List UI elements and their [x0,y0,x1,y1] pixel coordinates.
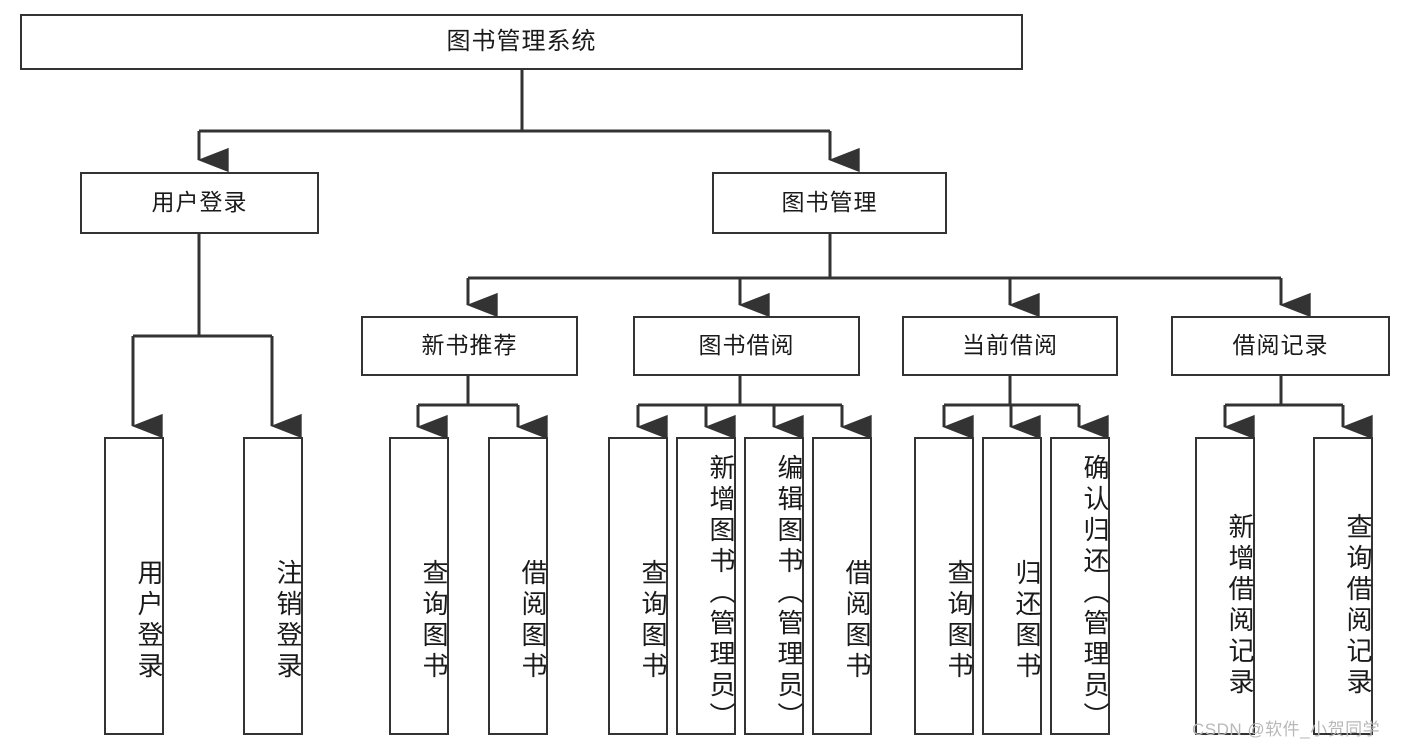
leaf-query-borrow-record[interactable]: 查询借阅记录 [1313,437,1373,735]
node-label: 借阅图书 [842,559,872,683]
watermark-text: CSDN @软件_小贺同学 [1192,720,1381,739]
leaf-user-login[interactable]: 用户登录 [104,437,164,735]
node-label: 新增借阅记录 [1225,513,1255,699]
node-label: 图书管理 [781,189,878,216]
node-new-book-recommend[interactable]: 新书推荐 [361,316,578,376]
node-borrow-record[interactable]: 借阅记录 [1171,316,1390,376]
node-label: 新书推荐 [421,332,518,359]
leaf-query-book-recommend[interactable]: 查询图书 [389,437,449,735]
node-label: 查询借阅记录 [1343,513,1373,699]
node-label: 确认归还（管理员） [1080,453,1110,733]
node-label: 当前借阅 [962,332,1058,359]
node-user-login[interactable]: 用户登录 [80,172,319,234]
node-label: 查询图书 [944,559,974,683]
leaf-query-book-current[interactable]: 查询图书 [914,437,974,735]
leaf-edit-book-admin[interactable]: 编辑图书（管理员） [744,437,804,735]
node-label: 查询图书 [419,559,449,683]
node-label: 查询图书 [638,559,668,683]
node-label: 编辑图书（管理员） [774,453,804,733]
leaf-borrow-book-recommend[interactable]: 借阅图书 [488,437,548,735]
leaf-confirm-return-admin[interactable]: 确认归还（管理员） [1050,437,1110,735]
leaf-borrow-book[interactable]: 借阅图书 [812,437,872,735]
node-book-management[interactable]: 图书管理 [712,172,947,234]
node-label: 用户登录 [134,559,164,683]
node-label: 图书借阅 [698,332,795,359]
node-root-book-management-system[interactable]: 图书管理系统 [20,14,1023,70]
leaf-query-book-borrow[interactable]: 查询图书 [608,437,668,735]
node-book-borrow[interactable]: 图书借阅 [633,316,860,376]
node-label: 图书管理系统 [446,27,597,55]
node-label: 归还图书 [1012,559,1042,683]
node-label: 用户登录 [151,189,248,216]
leaf-add-book-admin[interactable]: 新增图书（管理员） [676,437,736,735]
node-label: 注销登录 [273,559,303,683]
node-label: 借阅图书 [518,559,548,683]
node-label: 新增图书（管理员） [706,453,736,733]
leaf-add-borrow-record[interactable]: 新增借阅记录 [1195,437,1255,735]
node-label: 借阅记录 [1232,332,1329,359]
leaf-return-book[interactable]: 归还图书 [982,437,1042,735]
csdn-watermark: CSDN @软件_小贺同学 [1192,715,1380,740]
leaf-logout[interactable]: 注销登录 [243,437,303,735]
node-current-borrow[interactable]: 当前借阅 [902,316,1118,376]
